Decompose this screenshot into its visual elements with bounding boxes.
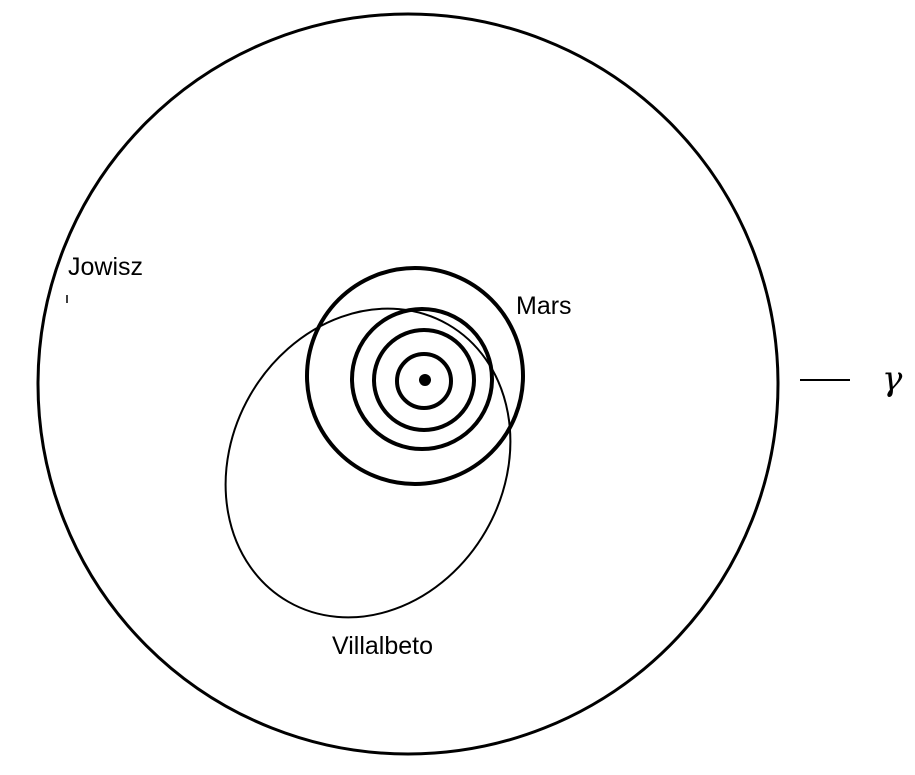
sun-dot [419,374,431,386]
venus-orbit [372,328,476,432]
mars-orbit [305,266,525,486]
villalbeto-label: Villalbeto [332,632,433,660]
vernal-point-label: γ [882,359,903,399]
jupiter-orbit [36,12,780,756]
mars-label: Mars [516,292,572,320]
earth-orbit [350,307,494,451]
villalbeto-orbit [224,307,512,619]
jupiter-label: Jowisz [68,253,143,281]
mercury-orbit [395,352,453,410]
